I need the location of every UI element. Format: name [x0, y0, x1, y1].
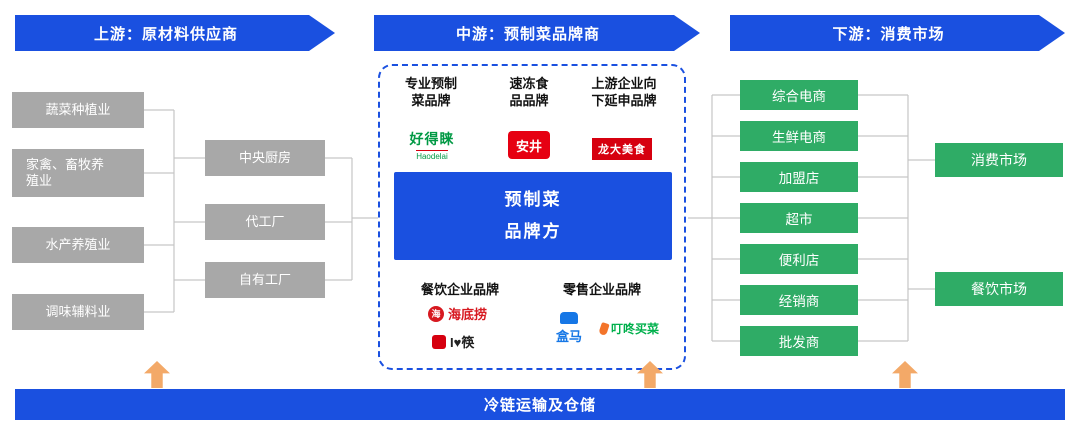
haidilao-text: 海底捞	[448, 307, 488, 322]
brand-logo-hema: 盒马	[556, 312, 582, 345]
brand-logo-ikuai: I♥筷	[432, 332, 474, 351]
banner-upstream: 上游：原材料供应商	[15, 15, 335, 51]
ikuai-icon	[432, 334, 446, 349]
dingdong-text: 叮咚买菜	[611, 322, 660, 336]
haidilao-icon: 海	[428, 305, 444, 322]
channel-box-ecommerce: 综合电商	[740, 80, 858, 110]
hema-text: 盒马	[556, 329, 583, 344]
material-box-aquaculture: 水产养殖业	[12, 227, 144, 263]
material-box-livestock: 家禽、畜牧养 殖业	[12, 149, 144, 197]
brand-logo-haodelai: 好得睐 Haodelai	[398, 129, 466, 161]
category-frozen-food-brand: 速冻食 品品牌	[509, 76, 549, 108]
processor-box-central-kitchen: 中央厨房	[205, 140, 325, 176]
category-retail-brand: 零售企业品牌	[562, 282, 641, 297]
channel-box-fresh-ecommerce: 生鲜电商	[740, 121, 858, 151]
material-box-seasoning: 调味辅料业	[12, 294, 144, 330]
prepared-dish-brand-box: 预制菜 品牌方	[394, 172, 672, 260]
market-box-catering: 餐饮市场	[935, 272, 1063, 306]
processor-box-oem-factory: 代工厂	[205, 204, 325, 240]
market-box-consumer: 消费市场	[935, 143, 1063, 177]
brand-logo-dingdong: 叮咚买菜	[598, 320, 660, 337]
category-professional-brand: 专业预制 菜品牌	[404, 76, 457, 108]
banner-midstream: 中游：预制菜品牌商	[374, 15, 700, 51]
cold-chain-banner: 冷链运输及仓储	[15, 389, 1065, 420]
channel-box-wholesaler: 批发商	[740, 326, 858, 356]
hema-hippo-icon	[560, 312, 578, 324]
channel-box-supermarket: 超市	[740, 203, 858, 233]
channel-box-distributor: 经销商	[740, 285, 858, 315]
brand-logo-haidilao: 海 海底捞	[428, 304, 487, 323]
category-catering-brand: 餐饮企业品牌	[420, 282, 499, 297]
channel-box-convenience-store: 便利店	[740, 244, 858, 274]
brand-logo-longda: 龙大美食	[592, 138, 652, 160]
banner-downstream: 下游：消费市场	[730, 15, 1065, 51]
brand-logo-anjing: 安井	[508, 131, 550, 159]
category-upstream-extension-brand: 上游企业向 下延申品牌	[591, 76, 657, 108]
dingdong-carrot-icon	[598, 321, 610, 336]
haodelai-subtext: Haodelai	[416, 150, 448, 161]
ikuai-text: I♥筷	[450, 335, 475, 350]
channel-box-franchise: 加盟店	[740, 162, 858, 192]
processor-box-own-factory: 自有工厂	[205, 262, 325, 298]
haodelai-text: 好得睐	[409, 131, 455, 147]
material-box-vegetable: 蔬菜种植业	[12, 92, 144, 128]
